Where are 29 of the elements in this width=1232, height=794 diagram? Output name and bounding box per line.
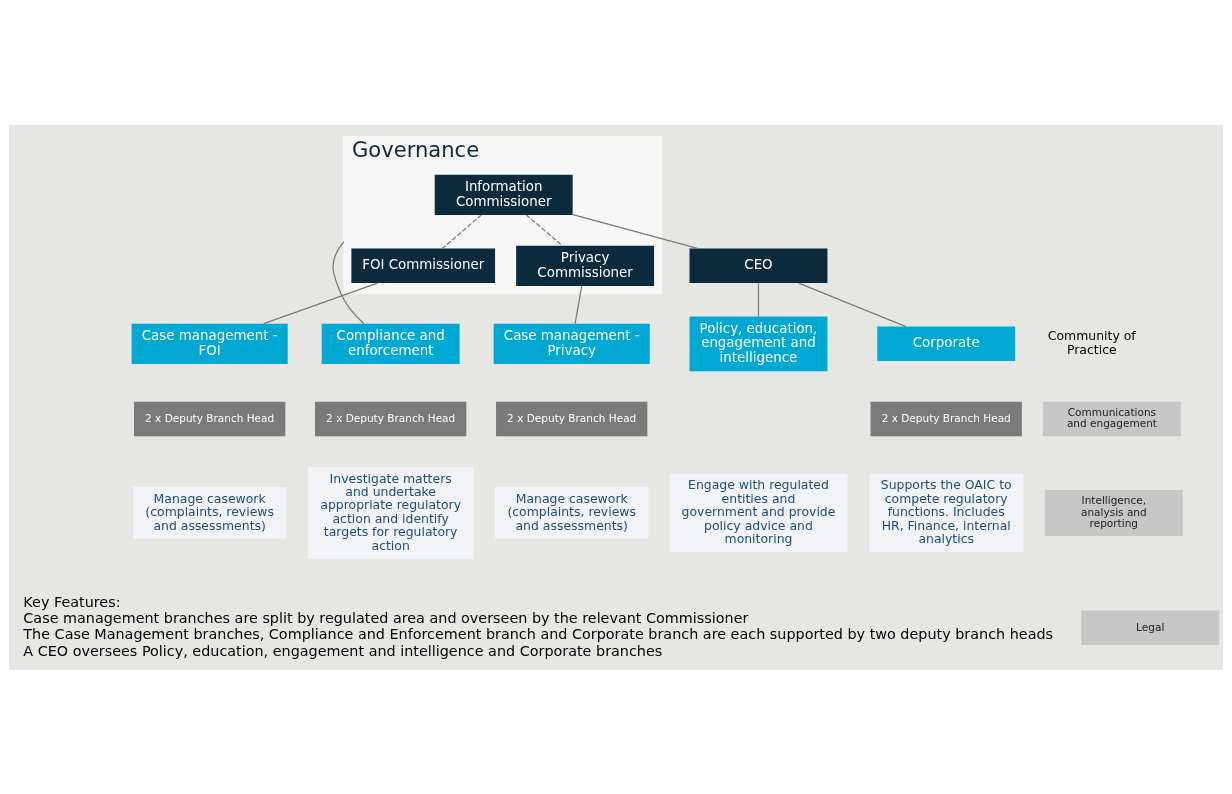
- node-box: Case management - Privacy: [493, 323, 650, 364]
- connector: [332, 240, 365, 324]
- connector: [757, 282, 760, 317]
- connector: [798, 281, 907, 327]
- node-box: Compliance and enforcement: [321, 323, 460, 364]
- node-box: 2 x Deputy Branch Head: [496, 401, 648, 436]
- node-box: Policy, education, engagement and intelligence: [689, 316, 828, 371]
- node-box: FOI Commissioner: [351, 248, 496, 283]
- node-box: Legal: [1081, 610, 1220, 645]
- connector: [441, 213, 482, 249]
- node-box: 2 x Deputy Branch Head: [870, 401, 1022, 436]
- connector: [574, 284, 583, 324]
- node-box: 2 x Deputy Branch Head: [315, 401, 467, 436]
- label: Key Features:: [23, 593, 121, 610]
- label: Community of Practice: [1047, 327, 1136, 357]
- connector: [572, 213, 699, 249]
- label: The Case Management branches, Compliance and Enforcement branch and Corporate branch are each supported by two deputy branch heads: [23, 625, 1054, 642]
- node-box: CEO: [689, 248, 828, 283]
- node-box: Privacy Commissioner: [516, 245, 655, 286]
- label: Case management branches are split by regulated area and overseen by the relevant Commissioner: [23, 609, 749, 626]
- connector: [263, 281, 379, 324]
- node-box: Case management - FOI: [131, 323, 288, 364]
- node-box: Intelligence, analysis and reporting: [1044, 489, 1183, 536]
- node-box: Information Commissioner: [434, 174, 573, 215]
- node-box: Corporate: [877, 326, 1016, 361]
- node-box: Communications and engagement: [1042, 401, 1181, 436]
- node-box: 2 x Deputy Branch Head: [134, 401, 286, 436]
- label: A CEO oversees Policy, education, engagement and intelligence and Corporate branches: [23, 642, 663, 659]
- connector: [525, 213, 563, 246]
